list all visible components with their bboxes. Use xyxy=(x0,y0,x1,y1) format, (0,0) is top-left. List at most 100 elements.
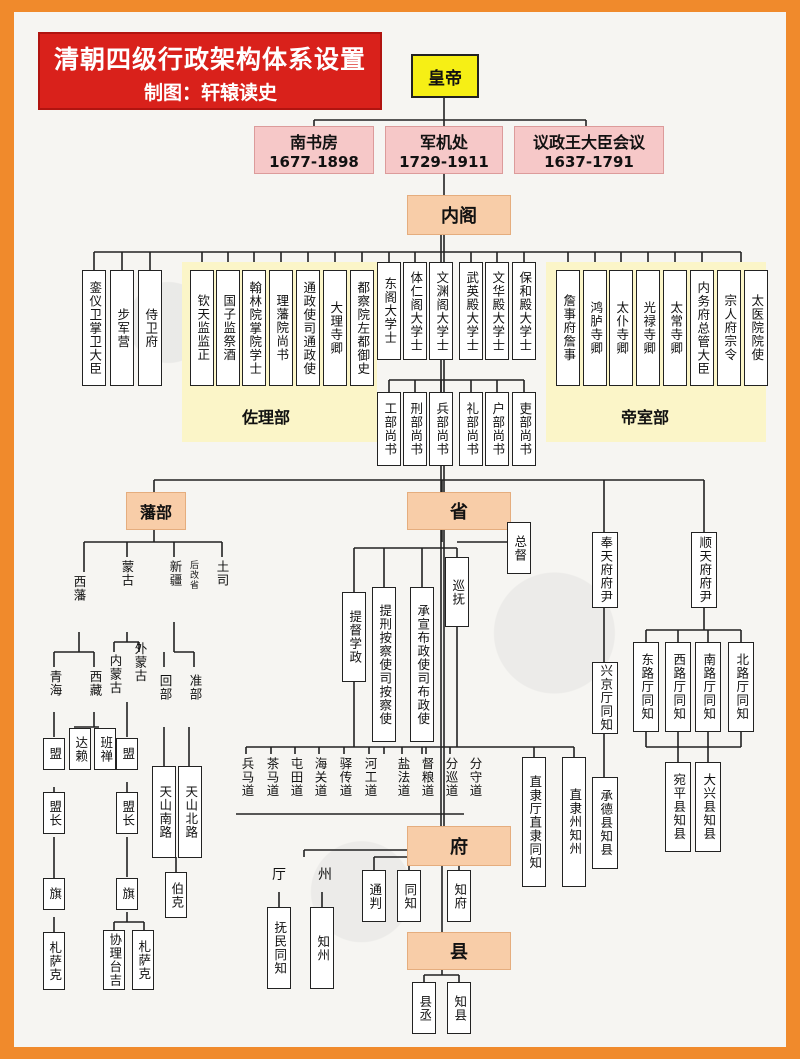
lu-label: 西路厅同知 xyxy=(671,653,687,721)
tongzhi-box: 同知 xyxy=(397,870,421,922)
title-banner: 清朝四级行政架构体系设置 制图：轩辕读史 xyxy=(38,32,382,110)
chain2-meng-label: 盟 xyxy=(120,747,136,761)
lu-box-dong: 东路厅同知 xyxy=(633,642,659,732)
connector-lines xyxy=(53,98,742,982)
daxing-box: 大兴县知县 xyxy=(695,762,721,852)
menggu-wai: 外蒙古 xyxy=(132,642,148,683)
fanbu-col-xinjiang: 新疆 xyxy=(167,560,183,587)
dishi-item: 太仆寺卿 xyxy=(609,270,633,386)
xiancheng-label: 县丞 xyxy=(417,994,433,1022)
xian-box: 县 xyxy=(407,932,511,970)
daxueshi-box: 东阁大学士 xyxy=(377,262,401,360)
dishi-item: 内务府总管大臣 xyxy=(690,270,714,386)
dishi-item: 太医院院使 xyxy=(744,270,768,386)
zongdu-label: 总督 xyxy=(512,534,528,562)
fanbu-col-note: 后改省 xyxy=(188,560,198,590)
fengtian-box: 奉天府府尹 xyxy=(592,532,618,608)
ministry-label: 工部尚书 xyxy=(382,402,398,456)
diagram-canvas: 清朝四级行政架构体系设置 制图：轩辕读史 皇帝 南书房 1677-1898 军机… xyxy=(14,12,786,1047)
chain2-mengzhang-label: 盟长 xyxy=(120,799,136,827)
fengtian-label: 奉天府府尹 xyxy=(598,536,614,604)
dao-item: 兵马道 xyxy=(239,757,255,798)
xiancheng-box: 县丞 xyxy=(412,982,436,1034)
chain2-xielitaiji-label: 协理台吉 xyxy=(107,933,123,987)
tianshan-nanlu: 天山南路 xyxy=(152,766,176,858)
dao-item: 分守道 xyxy=(467,757,483,798)
xinjiang-zhunbu: 准部 xyxy=(187,674,203,701)
dishi-item-label: 光禄寺卿 xyxy=(641,301,657,355)
ministry-box: 刑部尚书 xyxy=(403,392,427,466)
daxueshi-label: 文渊阁大学士 xyxy=(434,270,450,352)
ministry-box: 礼部尚书 xyxy=(459,392,483,466)
zhifu-label: 知府 xyxy=(452,882,468,910)
xizang-banchan-label: 班禅 xyxy=(98,735,114,763)
daxueshi-box: 体仁阁大学士 xyxy=(403,262,427,360)
tongpan-box: 通判 xyxy=(362,870,386,922)
zuoli-item-label: 理藩院尚书 xyxy=(274,294,290,362)
zhili-ting-box: 直隶厅直隶同知 xyxy=(522,757,546,887)
dao-item: 督粮道 xyxy=(419,757,435,798)
daxueshi-box: 武英殿大学士 xyxy=(459,262,483,360)
dishi-item-label: 太医院院使 xyxy=(749,294,765,362)
tianshan-beilu-label: 天山北路 xyxy=(183,785,199,839)
emperor-box: 皇帝 xyxy=(411,54,479,98)
guard-label: 銮仪卫掌卫大臣 xyxy=(87,280,103,376)
zhifu-box: 知府 xyxy=(447,870,471,922)
ministry-label: 兵部尚书 xyxy=(434,402,450,456)
dishi-item: 詹事府詹事 xyxy=(556,270,580,386)
tongpan-label: 通判 xyxy=(367,882,383,910)
diagram-title: 清朝四级行政架构体系设置 xyxy=(54,45,367,74)
zuoli-item: 钦天监监正 xyxy=(190,270,214,386)
zuoli-item: 通政使司通政使 xyxy=(296,270,320,386)
wanping-box: 宛平县知县 xyxy=(665,762,691,852)
menggu-nei: 内蒙古 xyxy=(107,654,123,695)
xunfu-label: 巡抚 xyxy=(450,578,466,606)
boke-label: 伯克 xyxy=(169,881,185,909)
council-nanshufang: 南书房 1677-1898 xyxy=(254,126,374,174)
council-name: 南书房 xyxy=(289,133,338,152)
chain1-zhasake-label: 札萨克 xyxy=(47,940,63,982)
fumin-tongzhi-box: 抚民同知 xyxy=(267,907,291,989)
zuoli-item: 都察院左都御史 xyxy=(350,270,374,386)
chain2-mengzhang: 盟长 xyxy=(116,792,138,834)
fanbu-col-tusi: 土司 xyxy=(214,560,230,587)
daxueshi-box: 文华殿大学士 xyxy=(485,262,509,360)
shuntian-box: 顺天府府尹 xyxy=(691,532,717,608)
daxueshi-label: 体仁阁大学士 xyxy=(408,270,424,352)
lu-box-bei: 北路厅同知 xyxy=(728,642,754,732)
dao-item: 茶马道 xyxy=(264,757,280,798)
council-years: 1637-1791 xyxy=(544,153,634,171)
chain2-xielitaiji: 协理台吉 xyxy=(103,930,125,990)
dao-item: 分巡道 xyxy=(443,757,459,798)
xinjiang-huibu: 回部 xyxy=(157,674,173,701)
boke-box: 伯克 xyxy=(165,872,187,918)
guard-label: 侍卫府 xyxy=(143,307,159,349)
ministry-label: 礼部尚书 xyxy=(464,402,480,456)
council-years: 1677-1898 xyxy=(269,153,359,171)
chain1-meng-label: 盟 xyxy=(47,747,63,761)
zuoli-item-label: 翰林院掌院学士 xyxy=(247,280,263,376)
guard-box-bujunying: 步军营 xyxy=(110,270,134,386)
council-name: 议政王大臣会议 xyxy=(532,133,645,152)
dishi-item-label: 太常寺卿 xyxy=(668,301,684,355)
dishi-item: 宗人府宗令 xyxy=(717,270,741,386)
xingjing-label: 兴京厅同知 xyxy=(598,664,614,732)
fanbu-col-menggu: 蒙古 xyxy=(119,560,135,587)
fu-zhou: 州 xyxy=(318,867,332,883)
dishi-item-label: 詹事府詹事 xyxy=(561,294,577,362)
zhou-zhizhou-label: 知州 xyxy=(315,934,331,962)
tiduxuezheng-label: 提督学政 xyxy=(347,610,363,664)
chain2-meng: 盟 xyxy=(116,738,138,770)
zuoli-item-label: 大理寺卿 xyxy=(328,301,344,355)
ministry-label: 刑部尚书 xyxy=(408,402,424,456)
sheng-box: 省 xyxy=(407,492,511,530)
ministry-box: 工部尚书 xyxy=(377,392,401,466)
lu-label: 南路厅同知 xyxy=(701,653,717,721)
anchashi-box: 提刑按察使司按察使 xyxy=(372,587,396,742)
fu-box: 府 xyxy=(407,826,511,866)
council-years: 1729-1911 xyxy=(399,153,489,171)
ministry-box: 吏部尚书 xyxy=(512,392,536,466)
chain2-zhasake-label: 札萨克 xyxy=(136,939,152,981)
zuoli-item: 大理寺卿 xyxy=(323,270,347,386)
dishi-item: 鸿胪寺卿 xyxy=(583,270,607,386)
